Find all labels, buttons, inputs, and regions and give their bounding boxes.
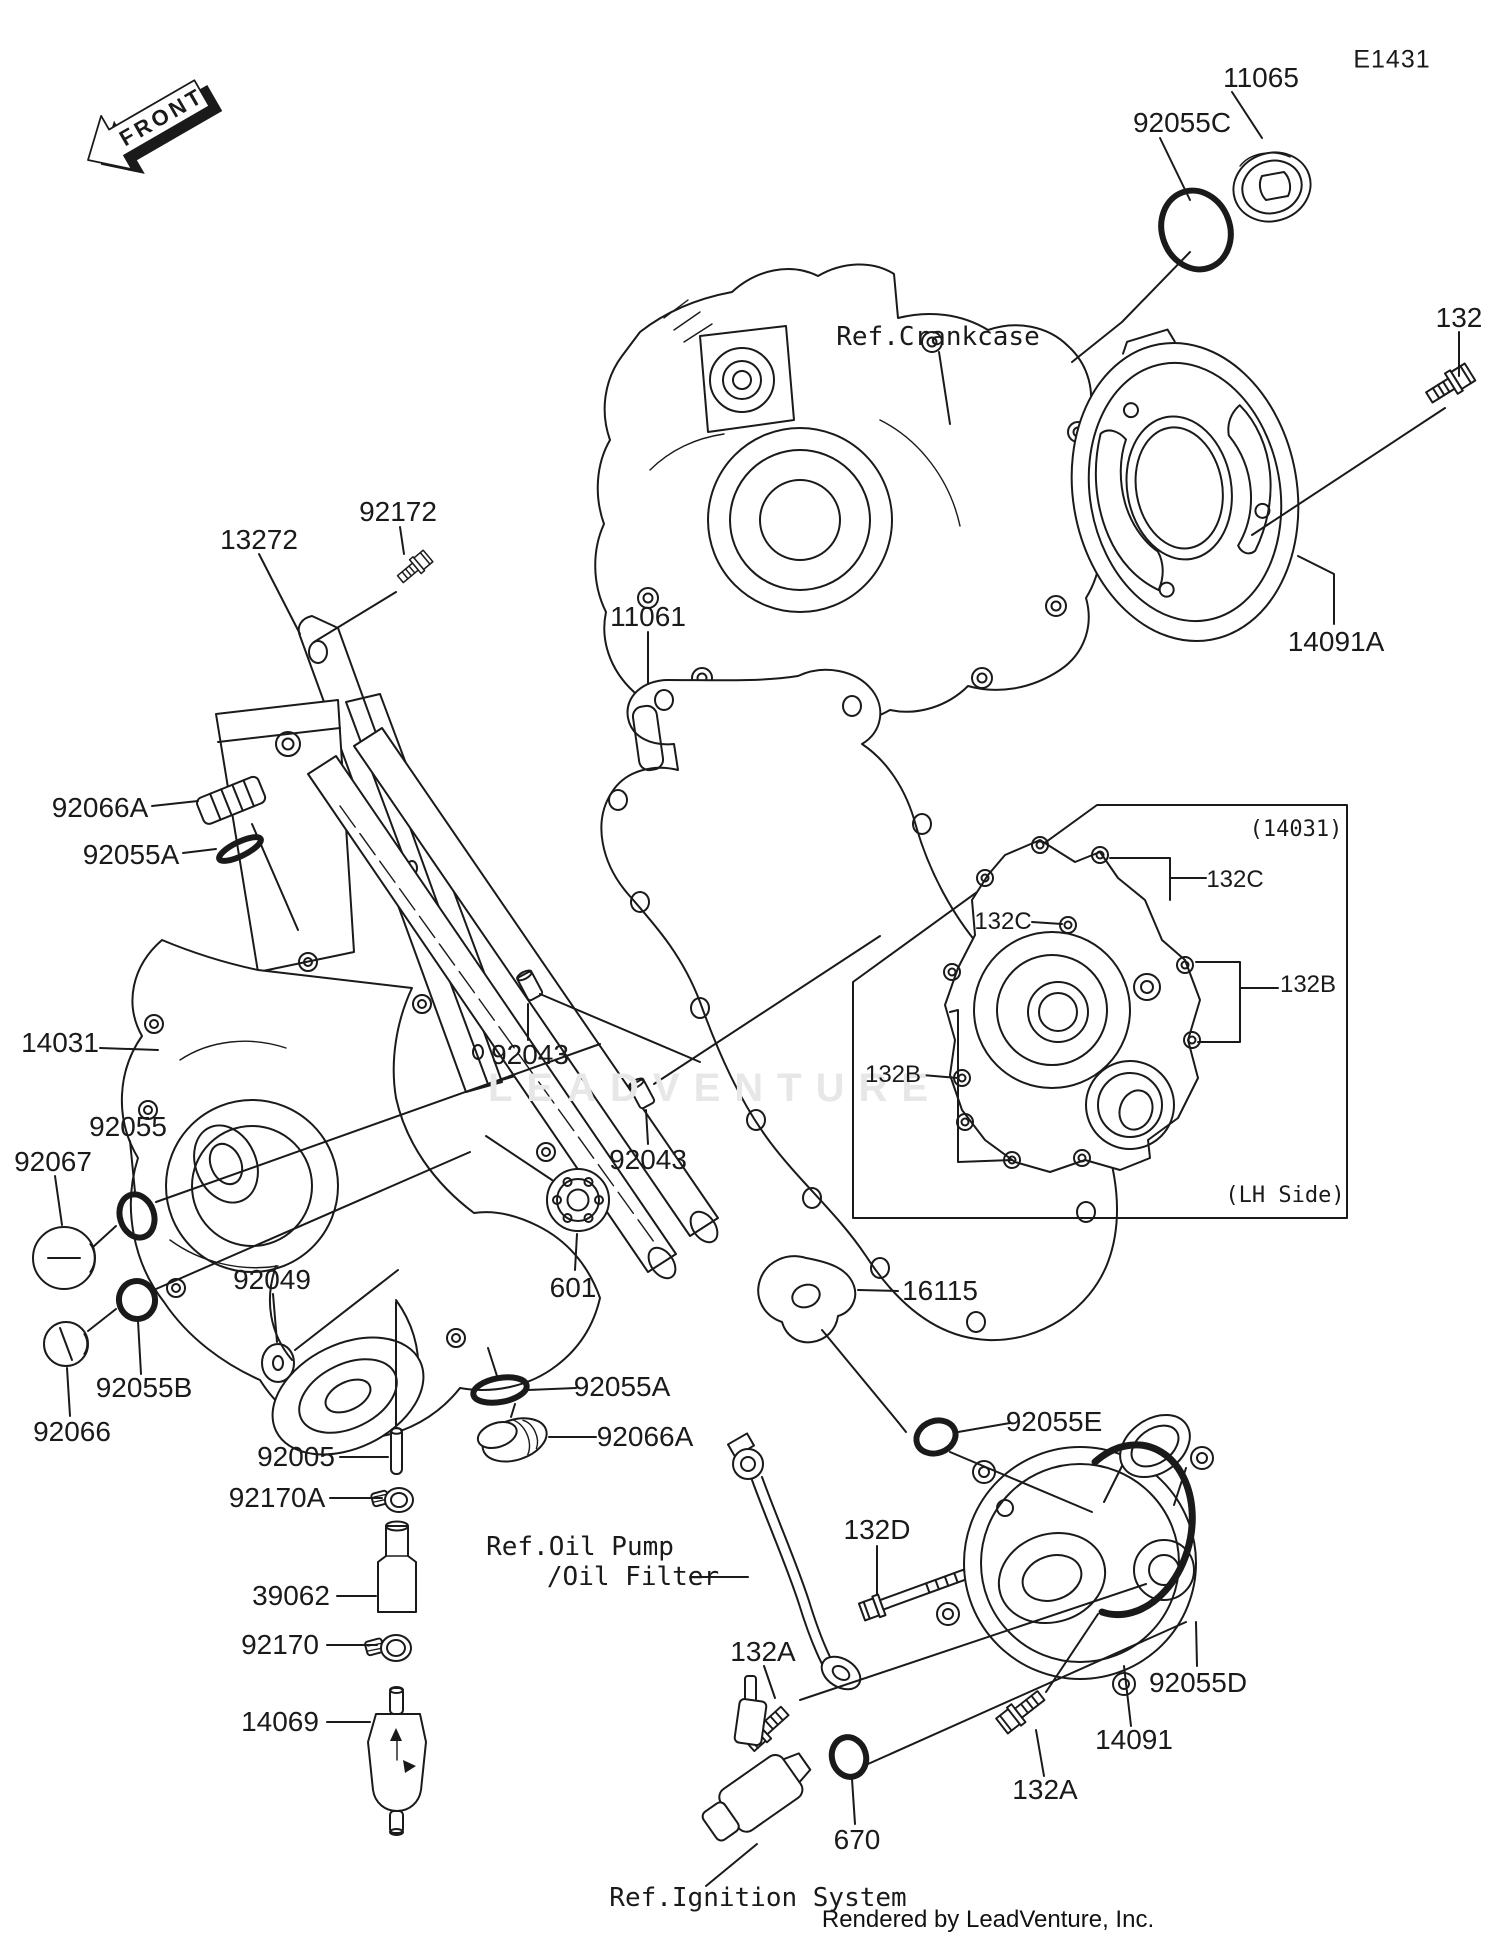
bolt-132A-right bbox=[995, 1690, 1046, 1735]
crankcase-drawing bbox=[594, 263, 1103, 725]
o-ring-92055C bbox=[1158, 187, 1234, 273]
footer-credit: Rendered by LeadVenture, Inc. bbox=[821, 1906, 1155, 1933]
gasket-ring-92055D bbox=[1091, 1441, 1196, 1619]
part-callout[interactable]: 92172 bbox=[359, 496, 437, 527]
inset-bracket-lines bbox=[921, 857, 1279, 1163]
reference-label: Ref.Crankcase bbox=[836, 322, 1040, 352]
o-ring-92055A-lower bbox=[470, 1374, 530, 1406]
inset-part-callout[interactable]: 132B bbox=[864, 1061, 922, 1088]
front-arrow-icon: FRONT bbox=[87, 79, 223, 174]
plug-92067 bbox=[32, 1226, 96, 1290]
inset-side-note: (LH Side) bbox=[1225, 1183, 1345, 1208]
part-callout[interactable]: 11065 bbox=[1223, 62, 1299, 93]
part-callout[interactable]: 601 bbox=[549, 1272, 597, 1303]
tube-39062 bbox=[377, 1520, 417, 1613]
inset-part-callout[interactable]: 132B bbox=[1279, 971, 1337, 998]
inset-title: (14031) bbox=[1249, 817, 1343, 842]
oil-filler-plug-92066A-lower bbox=[476, 1417, 548, 1463]
part-callout[interactable]: 14031 bbox=[21, 1027, 99, 1058]
diagram-code: E1431 bbox=[1353, 45, 1431, 74]
reference-label: Ref.Oil Pump bbox=[486, 1532, 674, 1562]
part-callout[interactable]: 92170A bbox=[228, 1482, 326, 1513]
part-callout[interactable]: 670 bbox=[833, 1824, 881, 1855]
part-callout[interactable]: 92043 bbox=[491, 1039, 569, 1070]
o-ring-92055A-upper bbox=[216, 834, 264, 864]
part-callout[interactable]: 92055D bbox=[1148, 1667, 1248, 1698]
part-callout[interactable]: 92005 bbox=[257, 1441, 335, 1472]
clamp-92170 bbox=[364, 1634, 412, 1662]
dipstick-16115 bbox=[757, 1255, 907, 1433]
part-callout[interactable]: 92067 bbox=[14, 1146, 92, 1177]
ball-bearing-601 bbox=[546, 1168, 610, 1232]
part-callout[interactable]: 92055B bbox=[95, 1372, 193, 1403]
screw-92172 bbox=[396, 549, 434, 584]
reference-label: Ref.Ignition System bbox=[609, 1883, 907, 1913]
cap-11065 bbox=[1232, 151, 1312, 223]
part-callout[interactable]: 39062 bbox=[252, 1580, 330, 1611]
part-callout[interactable]: 92170 bbox=[241, 1629, 319, 1660]
oil-filler-plug-92066A-upper bbox=[196, 775, 267, 825]
part-callout[interactable]: 11061 bbox=[610, 601, 686, 632]
inset-box bbox=[852, 804, 1348, 1219]
part-callout[interactable]: 92066A bbox=[51, 792, 149, 823]
part-callout[interactable]: 92055A bbox=[82, 839, 180, 870]
part-callout[interactable]: 92055 bbox=[89, 1111, 167, 1142]
engine-cover-14031 bbox=[121, 699, 719, 1456]
part-callout[interactable]: 92055C bbox=[1132, 107, 1232, 138]
clamp-92170A bbox=[370, 1487, 414, 1513]
part-callout[interactable]: 132D bbox=[843, 1514, 911, 1545]
part-callout[interactable]: 14091A bbox=[1287, 626, 1385, 657]
o-ring-92055B bbox=[115, 1278, 159, 1322]
inset-part-callout[interactable]: 132C bbox=[1206, 866, 1264, 893]
pin-92005 bbox=[390, 1427, 403, 1475]
part-callout[interactable]: 13272 bbox=[220, 524, 298, 555]
cover-14091 bbox=[936, 1413, 1214, 1696]
o-ring-92055 bbox=[116, 1191, 158, 1241]
o-ring-92055E bbox=[913, 1417, 959, 1457]
bolt-132 bbox=[1425, 362, 1477, 404]
watermark-text: LEADVENTURE bbox=[488, 1066, 943, 1110]
o-ring-670 bbox=[828, 1734, 870, 1780]
oil-pipe bbox=[726, 1432, 862, 1691]
bolt-132D bbox=[857, 1561, 988, 1622]
oil-seal-92049 bbox=[261, 1343, 295, 1383]
dowel-pin-92043-lower bbox=[628, 1077, 656, 1110]
part-callout[interactable]: 132 bbox=[1435, 302, 1483, 333]
part-callout[interactable]: 92066A bbox=[596, 1421, 694, 1452]
pulser-cover-14091A bbox=[1070, 328, 1300, 642]
inset-lh-cover-drawing bbox=[943, 836, 1201, 1173]
part-callout[interactable]: 92055A bbox=[573, 1371, 671, 1402]
ignition-pickup-coil bbox=[701, 1675, 812, 1842]
plug-92066 bbox=[43, 1321, 89, 1367]
part-callout[interactable]: 92049 bbox=[233, 1264, 311, 1295]
reference-label: /Oil Filter bbox=[546, 1562, 720, 1592]
part-callout[interactable]: 92055E bbox=[1005, 1406, 1103, 1437]
part-callout[interactable]: 132A bbox=[1012, 1774, 1078, 1805]
part-callout[interactable]: 14091 bbox=[1095, 1724, 1173, 1755]
inset-part-callout[interactable]: 132C bbox=[974, 908, 1032, 935]
part-callout[interactable]: 14069 bbox=[241, 1706, 319, 1737]
part-callout[interactable]: 92066 bbox=[33, 1416, 111, 1447]
breather-14069 bbox=[367, 1686, 427, 1836]
part-callout[interactable]: 132A bbox=[730, 1636, 796, 1667]
leader-lines bbox=[54, 91, 1460, 1887]
dowel-pin-92043-upper bbox=[516, 969, 544, 1002]
part-callout[interactable]: 92043 bbox=[609, 1144, 687, 1175]
part-callout[interactable]: 16115 bbox=[902, 1275, 978, 1306]
